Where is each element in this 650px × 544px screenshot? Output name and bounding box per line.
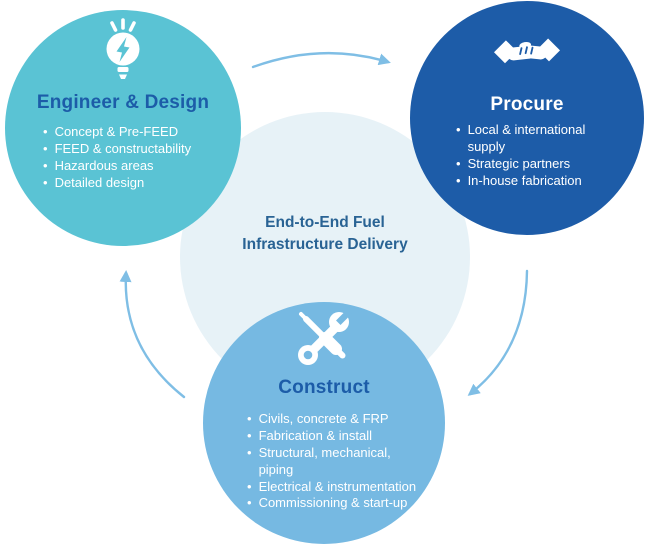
bullet-item: • Commissioning & start-up	[247, 495, 429, 512]
engineer-design-title: Engineer & Design	[36, 92, 210, 113]
bullet-text: In-house fabrication	[467, 172, 582, 188]
bullet-dot: •	[43, 124, 48, 139]
bullet-dot: •	[247, 495, 252, 511]
engineer-design-circle: Engineer & Design • Concept & Pre-FEED • F…	[5, 10, 241, 246]
bullet-dot: •	[247, 427, 252, 443]
bullet-text: Detailed design	[54, 174, 145, 190]
bullet-text: Commissioning & start-up	[258, 495, 408, 511]
bullet-item: • In-house fabrication	[456, 173, 606, 190]
bullet-dot: •	[456, 122, 461, 137]
center-title-line2: Infrastructure Delivery	[242, 236, 408, 253]
bullet-text: Electrical & instrumentation	[258, 478, 417, 494]
bullet-dot: •	[43, 140, 48, 156]
tools-icon	[298, 309, 352, 365]
bullet-item: • Strategic partners	[456, 156, 606, 173]
construct-title: Construct	[278, 377, 370, 398]
bullet-item: • Structural, mechanical, piping	[247, 445, 429, 479]
bullet-dot: •	[247, 411, 252, 426]
center-title-line1: End-to-End Fuel	[265, 213, 385, 231]
bullet-dot: •	[247, 478, 252, 494]
bullet-text: Structural, mechanical, piping	[258, 444, 391, 477]
lightbulb-icon	[106, 18, 140, 79]
engineer-bullet-list: • Concept & Pre-FEED • FEED & constructabi…	[43, 124, 221, 192]
arrow-construct-to-engineer-icon	[119, 270, 186, 399]
bullet-text: Hazardous areas	[54, 157, 154, 173]
bullet-item: • Hazardous areas	[43, 158, 221, 175]
bullet-dot: •	[43, 157, 48, 173]
arrow-engineer-to-procure-icon	[251, 51, 391, 69]
bullet-text: Strategic partners	[467, 155, 571, 171]
bullet-item: • Fabrication & install	[247, 428, 429, 445]
bullet-dot: •	[456, 155, 461, 171]
bullet-item: • FEED & constructability	[43, 141, 221, 158]
bullet-item: • Concept & Pre-FEED	[43, 124, 221, 141]
handshake-icon	[494, 38, 560, 64]
bullet-dot: •	[456, 172, 461, 188]
bullet-text: Civils, concrete & FRP	[258, 411, 389, 426]
bullet-item: • Detailed design	[43, 175, 221, 192]
construct-bullet-list: • Civils, concrete & FRP • Fabrication & i…	[247, 411, 429, 512]
arrow-procure-to-construct-icon	[467, 269, 529, 396]
bullet-dot: •	[247, 444, 252, 460]
bullet-text: Concept & Pre-FEED	[54, 124, 179, 139]
bullet-dot: •	[43, 174, 48, 190]
bullet-item: • Electrical & instrumentation	[247, 479, 429, 496]
procure-title: Procure	[490, 94, 564, 115]
bullet-item: • Local & international supply	[456, 122, 606, 156]
procure-bullet-list: • Local & international supply • Strategic…	[456, 122, 606, 190]
procure-circle: Procure • Local & international supply • S…	[410, 1, 644, 235]
bullet-item: • Civils, concrete & FRP	[247, 411, 429, 428]
bullet-text: Fabrication & install	[258, 427, 373, 443]
bullet-text: Local & international supply	[467, 122, 586, 154]
bullet-text: FEED & constructability	[54, 140, 192, 156]
center-title: End-to-End Fuel Infrastructure Delivery	[242, 212, 407, 303]
construct-circle: Construct • Civils, concrete & FRP • Fabri…	[203, 302, 445, 544]
